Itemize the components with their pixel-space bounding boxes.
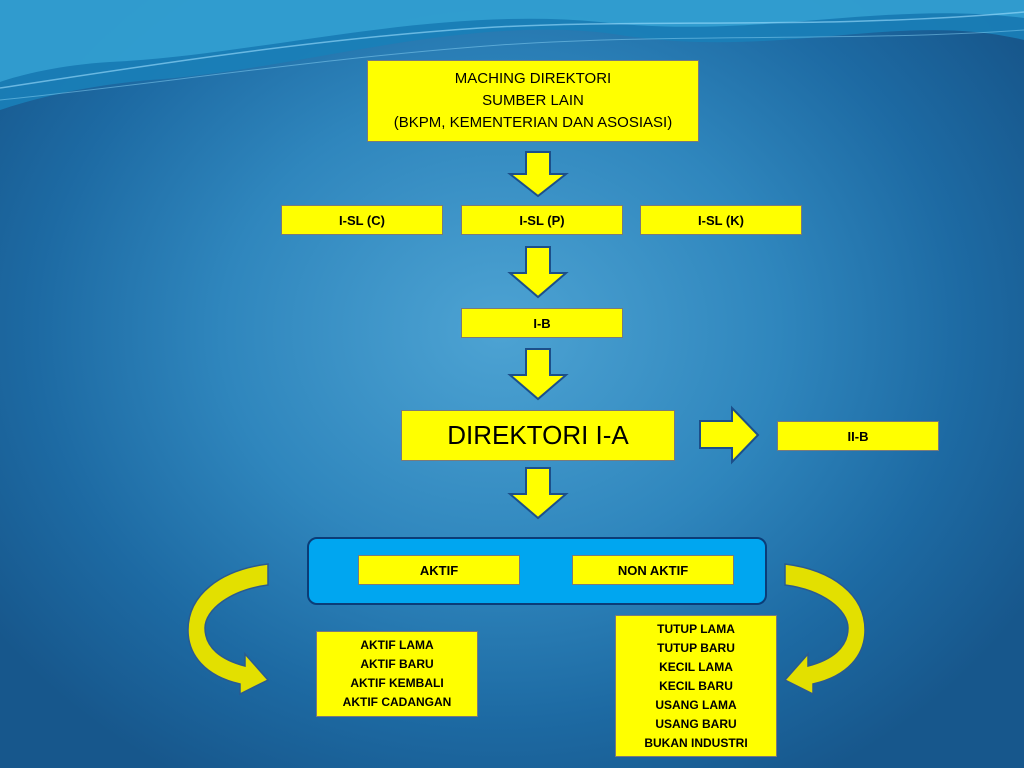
ib-label: I-B bbox=[533, 315, 551, 331]
source-box-p: I-SL (P) bbox=[461, 205, 623, 235]
list-item: USANG LAMA bbox=[655, 697, 737, 712]
active-box: AKTIF bbox=[358, 555, 520, 585]
list-item: AKTIF CADANGAN bbox=[342, 695, 452, 709]
title-line-1: MACHING DIREKTORI bbox=[454, 70, 612, 87]
source-label-k: I-SL (K) bbox=[698, 212, 744, 228]
title-box: MACHING DIREKTORI SUMBER LAIN (BKPM, KEM… bbox=[367, 60, 699, 142]
list-item: TUTUP BARU bbox=[657, 640, 735, 655]
down-arrow-3 bbox=[507, 348, 569, 401]
inactive-label: NON AKTIF bbox=[617, 562, 689, 578]
source-label-c: I-SL (C) bbox=[339, 212, 385, 228]
down-arrow-4 bbox=[507, 467, 569, 520]
title-line-2: SUMBER LAIN bbox=[482, 92, 584, 109]
ib-box: I-B bbox=[461, 308, 623, 338]
list-item: AKTIF LAMA bbox=[360, 638, 434, 652]
iib-label: II-B bbox=[847, 428, 869, 444]
down-arrow-2 bbox=[507, 246, 569, 299]
right-arrow bbox=[699, 405, 760, 465]
list-item: KECIL LAMA bbox=[659, 659, 733, 674]
curved-arrow-left bbox=[187, 563, 270, 696]
list-item: TUTUP LAMA bbox=[657, 621, 735, 636]
title-line-3: (BKPM, KEMENTERIAN DAN ASOSIASI) bbox=[393, 114, 673, 131]
source-box-c: I-SL (C) bbox=[281, 205, 443, 235]
active-list-box: AKTIF LAMA AKTIF BARU AKTIF KEMBALI AKTI… bbox=[316, 631, 478, 717]
list-item: AKTIF KEMBALI bbox=[350, 676, 444, 690]
iib-box: II-B bbox=[777, 421, 939, 451]
source-box-k: I-SL (K) bbox=[640, 205, 802, 235]
list-item: USANG BARU bbox=[655, 716, 737, 731]
down-arrow-1 bbox=[507, 151, 569, 198]
list-item: BUKAN INDUSTRI bbox=[644, 735, 748, 750]
inactive-list-box: TUTUP LAMA TUTUP BARU KECIL LAMA KECIL B… bbox=[615, 615, 777, 757]
wave-decoration bbox=[0, 0, 1024, 110]
inactive-box: NON AKTIF bbox=[572, 555, 734, 585]
directory-label: DIREKTORI I-A bbox=[447, 420, 629, 450]
source-label-p: I-SL (P) bbox=[519, 212, 565, 228]
active-label: AKTIF bbox=[419, 562, 459, 578]
list-item: AKTIF BARU bbox=[360, 657, 434, 671]
curved-arrow-right bbox=[783, 563, 866, 696]
list-item: KECIL BARU bbox=[659, 678, 733, 693]
directory-box: DIREKTORI I-A bbox=[401, 410, 675, 461]
